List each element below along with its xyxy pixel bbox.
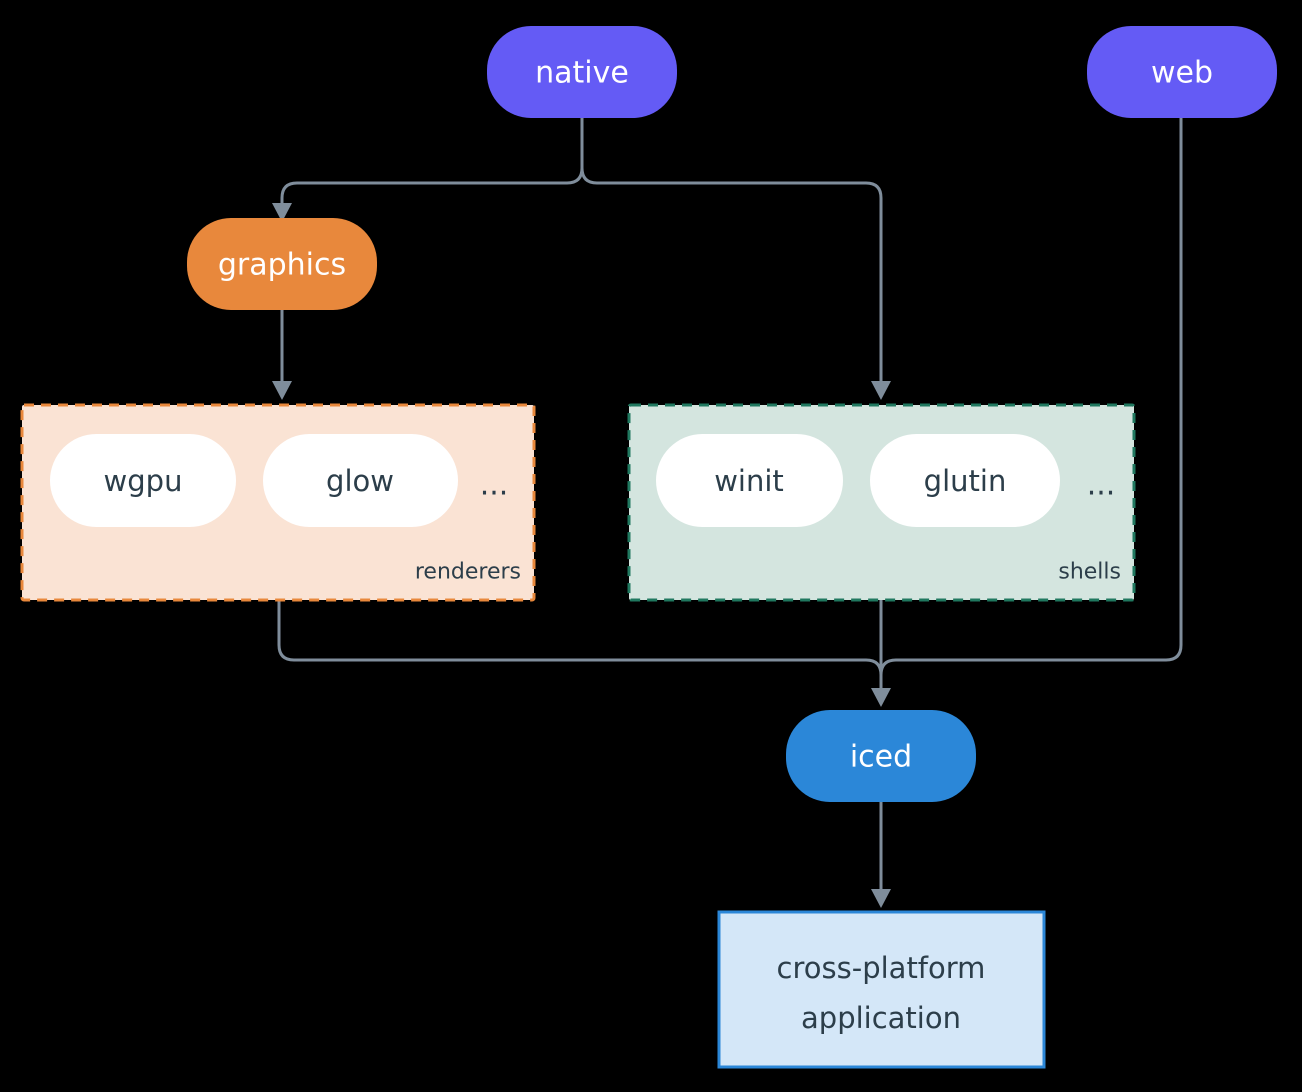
node-wgpu-label: wgpu: [104, 464, 183, 498]
node-web-shape[interactable]: [1087, 26, 1277, 118]
node-application-label-line2: application: [801, 1001, 961, 1035]
renderers-caption: renderers: [415, 560, 521, 585]
node-wgpu-shape[interactable]: [50, 434, 236, 527]
node-native-label: native: [535, 56, 629, 91]
node-native-shape[interactable]: [487, 26, 677, 118]
edge-native-to-shells: [580, 118, 883, 385]
node-application-label-line1: cross-platform: [777, 951, 986, 985]
node-winit-shape[interactable]: [656, 434, 843, 527]
node-glow-label: glow: [326, 464, 394, 498]
shells-ellipsis: ...: [1087, 468, 1116, 503]
shells-caption: shells: [1058, 560, 1121, 585]
node-iced-label: iced: [850, 740, 912, 775]
node-graphics-label: graphics: [218, 248, 346, 283]
edge-renderers-to-iced: [277, 600, 883, 692]
arrowhead-iced-to-application: [871, 889, 891, 908]
arrowhead-native-to-graphics: [272, 203, 292, 222]
renderers-ellipsis: ...: [480, 468, 509, 503]
node-glow-shape[interactable]: [263, 434, 458, 527]
node-iced[interactable]: iced: [786, 710, 976, 802]
arrowhead-into-iced: [871, 688, 891, 707]
edge-native-to-graphics: [280, 118, 584, 208]
node-winit-label: winit: [714, 464, 784, 498]
node-graphics-shape[interactable]: [187, 218, 377, 310]
arrowhead-native-to-shells: [871, 381, 891, 400]
group-shells: winit glutin ... shells: [627, 403, 1136, 602]
edge-web-to-iced: [879, 118, 1183, 692]
node-application[interactable]: cross-platform application: [717, 910, 1046, 1069]
node-web-label: web: [1151, 56, 1213, 91]
node-glutin-shape[interactable]: [870, 434, 1060, 527]
node-iced-shape[interactable]: [786, 710, 976, 802]
node-application-shape[interactable]: [717, 910, 1046, 1069]
node-glutin-label: glutin: [924, 464, 1007, 498]
node-web[interactable]: web: [1087, 26, 1277, 118]
edge-layer: [272, 118, 1183, 908]
node-graphics[interactable]: graphics: [187, 218, 377, 310]
group-renderers: wgpu glow ... renderers: [20, 403, 536, 602]
arrowhead-graphics-to-renderers: [272, 381, 292, 400]
node-native[interactable]: native: [487, 26, 677, 118]
